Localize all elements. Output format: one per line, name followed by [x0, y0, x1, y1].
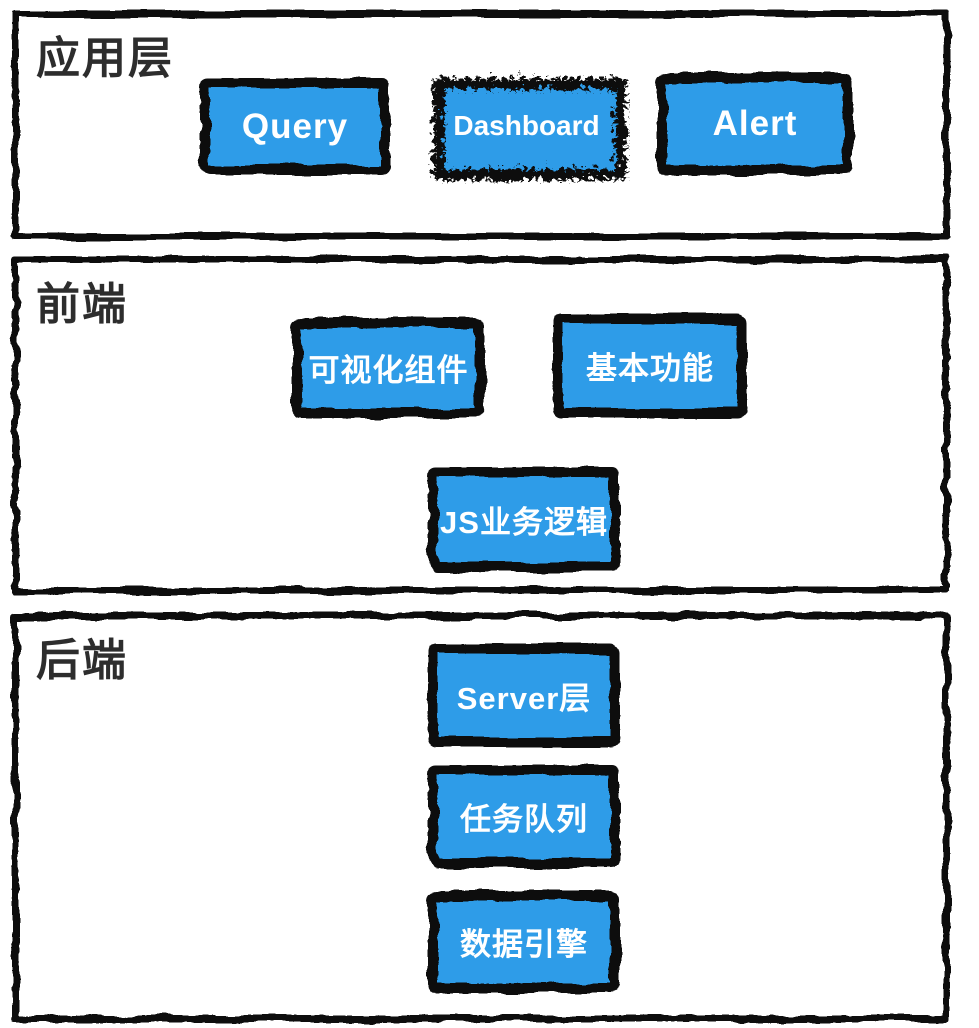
node-alert-box	[657, 72, 853, 175]
section-title-backend: 后端	[36, 636, 128, 685]
node-basic-functions-box	[553, 313, 747, 418]
node-js-business-logic-label: JS业务逻辑	[440, 505, 608, 540]
node-visualization-components-box	[292, 317, 485, 418]
node-query-label: Query	[241, 106, 349, 146]
node-js-business-logic: JS业务逻辑	[428, 467, 620, 572]
node-server-layer: Server层	[428, 643, 620, 747]
node-server-layer-box	[428, 643, 620, 747]
section-title-application-layer: 应用层	[36, 34, 174, 83]
node-basic-functions-label: 基本功能	[586, 351, 714, 386]
node-task-queue-box	[428, 765, 620, 868]
node-js-business-logic-box	[428, 467, 620, 572]
node-visualization-components: 可视化组件	[292, 317, 485, 418]
node-data-engine-label: 数据引擎	[460, 927, 588, 962]
node-dashboard-label: Dashboard	[453, 110, 600, 141]
section-title-frontend: 前端	[36, 280, 128, 329]
node-dashboard-box	[430, 75, 623, 177]
section-backend: 后端 Server层 任务队列 数据引擎	[12, 612, 950, 1022]
node-visualization-components-label: 可视化组件	[308, 353, 469, 388]
node-data-engine-box	[428, 890, 620, 993]
node-server-layer-label: Server层	[456, 680, 592, 716]
node-query: Query	[200, 78, 390, 175]
node-data-engine: 数据引擎	[428, 890, 620, 993]
node-alert-label: Alert	[712, 103, 798, 143]
section-frontend: 前端 可视化组件 基本功能 JS业务逻辑	[12, 256, 950, 594]
node-query-box	[200, 78, 390, 175]
section-application-layer: 应用层 Query Dashboard Alert	[12, 10, 950, 240]
node-task-queue: 任务队列	[428, 765, 620, 868]
node-alert: Alert	[657, 72, 853, 175]
node-task-queue-label: 任务队列	[460, 802, 588, 837]
node-basic-functions: 基本功能	[553, 313, 747, 418]
node-dashboard: Dashboard	[430, 75, 623, 177]
